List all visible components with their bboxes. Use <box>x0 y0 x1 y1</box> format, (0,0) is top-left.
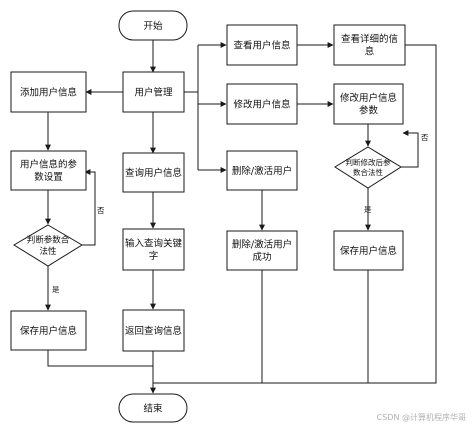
view-detail-line-1: 查看详细的信 <box>341 33 398 45</box>
judge-modify-yes-label: 是 <box>364 205 372 214</box>
judge-modify-diamond <box>334 146 402 189</box>
end-terminal <box>118 393 188 423</box>
edge-labels: 是 否 是 否 <box>52 133 429 294</box>
edges <box>45 40 437 394</box>
judge-params-line-2: 法性 <box>39 246 57 257</box>
save-user-left-line-1: 保存用户信息 <box>20 325 77 337</box>
return-query-line-1: 返回查询信息 <box>125 325 182 337</box>
return-query-box <box>122 309 185 352</box>
modify-params-box <box>333 83 404 125</box>
view-user-label: 查看用户信息 <box>233 39 290 51</box>
delete-user-box <box>226 150 298 191</box>
start-label: 开始 <box>143 20 163 32</box>
delete-success-box <box>226 230 298 271</box>
input-keyword-line-1: 输入查询关键 <box>125 237 183 249</box>
delete-user-line-1: 删除/激活用户 <box>232 165 292 177</box>
view-detail-label: 查看详细的信息 <box>341 33 398 58</box>
modify-params-label: 修改用户信息参数 <box>340 92 397 117</box>
edge-judge-modify-no <box>401 130 419 168</box>
user-mgmt-line-1: 用户管理 <box>134 86 173 98</box>
input-keyword-line-2: 字 <box>149 250 159 262</box>
save-user-left-box <box>10 310 87 351</box>
param-setting-line-2: 数设置 <box>34 171 63 183</box>
edge-save-left-to-end <box>47 350 153 367</box>
delete-success-label: 删除/激活用户成功 <box>232 238 292 263</box>
start-line-1: 开始 <box>143 20 163 32</box>
end-label: 结束 <box>143 402 163 414</box>
edge-view-detail-to-end <box>153 44 437 384</box>
save-user-right-box <box>333 230 404 271</box>
view-user-line-1: 查看用户信息 <box>233 39 290 51</box>
judge-params-label: 判断参数合法性 <box>27 235 70 258</box>
param-setting-box <box>10 150 87 191</box>
param-setting-line-1: 用户信息的参 <box>20 158 78 170</box>
edge-user-mgmt-trunk <box>184 91 199 170</box>
add-user-box <box>10 71 87 113</box>
query-user-box <box>122 152 185 193</box>
nodes: 开始 结束 用户管理 查询用户信息 输入查询关键字 返回查询信息 添加用户信息 … <box>10 10 406 423</box>
modify-user-box <box>226 83 298 125</box>
delete-success-line-1: 删除/激活用户 <box>232 238 292 250</box>
query-user-line-1: 查询用户信息 <box>125 167 182 179</box>
return-query-label: 返回查询信息 <box>125 325 182 337</box>
save-user-right-line-1: 保存用户信息 <box>340 245 397 257</box>
view-user-box <box>226 24 298 66</box>
view-detail-box <box>333 24 406 66</box>
start-terminal <box>118 10 188 41</box>
user-mgmt-box <box>122 71 185 113</box>
save-user-left-label: 保存用户信息 <box>20 325 77 337</box>
judge-params-no-label: 否 <box>97 206 105 215</box>
user-mgmt-label: 用户管理 <box>134 86 173 98</box>
delete-user-label: 删除/激活用户 <box>232 165 292 177</box>
add-user-label: 添加用户信息 <box>20 86 77 98</box>
input-keyword-box <box>122 228 185 271</box>
judge-params-line-1: 判断参数合 <box>27 235 70 246</box>
modify-user-line-1: 修改用户信息 <box>233 98 290 110</box>
judge-modify-label: 判断修改后参数合法性 <box>346 157 391 177</box>
judge-params-diamond <box>13 224 83 267</box>
param-setting-label: 用户信息的参数设置 <box>20 158 78 183</box>
edge-judge-params-no <box>82 169 96 246</box>
modify-params-line-2: 参数 <box>359 105 379 117</box>
judge-params-yes-label: 是 <box>52 285 60 294</box>
save-user-right-label: 保存用户信息 <box>340 245 397 257</box>
judge-modify-no-label: 否 <box>421 133 429 142</box>
input-keyword-label: 输入查询关键字 <box>125 237 183 262</box>
query-user-label: 查询用户信息 <box>125 167 182 179</box>
modify-user-label: 修改用户信息 <box>233 98 290 110</box>
judge-modify-line-2: 数合法性 <box>353 167 383 177</box>
watermark: CSDN @计算机程序华哥 <box>376 413 466 422</box>
delete-success-line-2: 成功 <box>252 251 271 263</box>
end-line-1: 结束 <box>143 402 163 414</box>
modify-params-line-1: 修改用户信息 <box>340 92 397 104</box>
view-detail-line-2: 息 <box>365 46 375 58</box>
add-user-line-1: 添加用户信息 <box>20 86 77 98</box>
judge-modify-line-1: 判断修改后参 <box>346 157 391 167</box>
